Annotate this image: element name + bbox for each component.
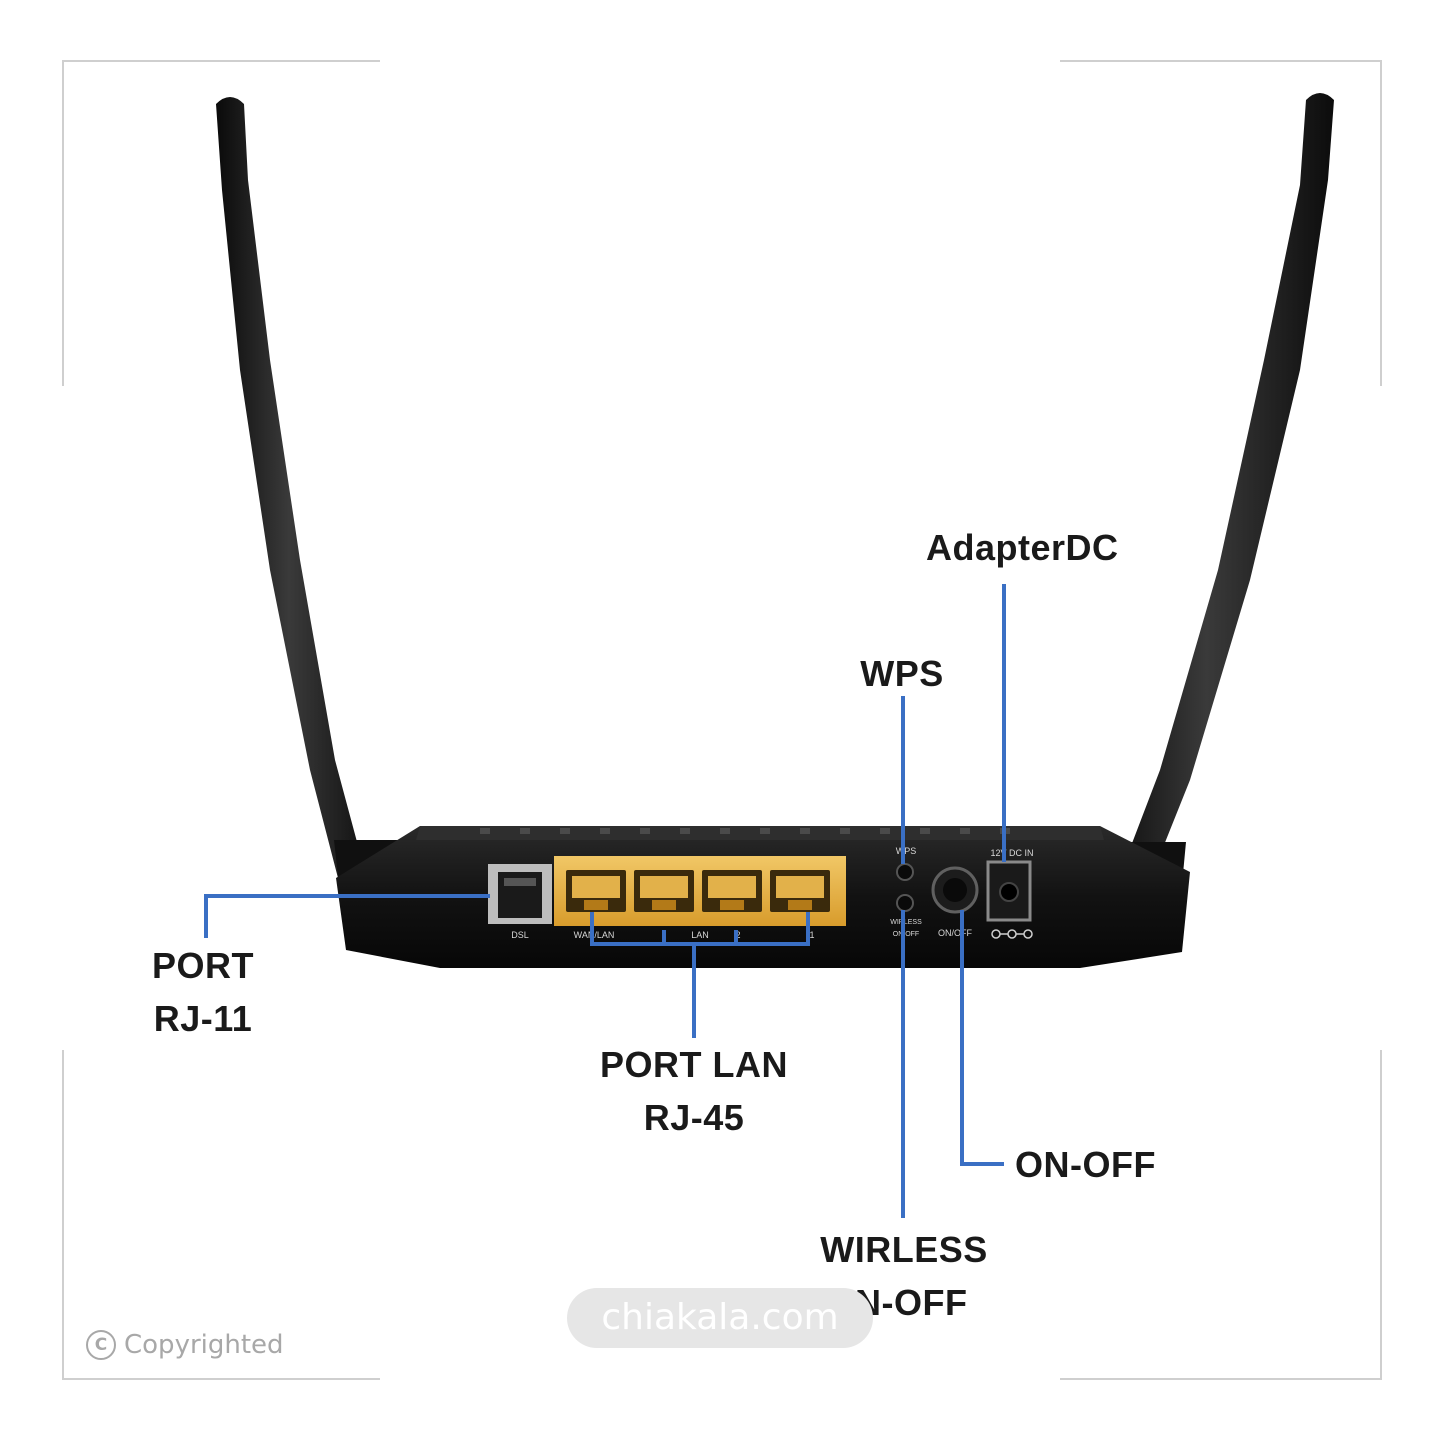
label-lan-type: RJ-45 bbox=[643, 1097, 745, 1138]
callout-onoff bbox=[960, 910, 1004, 1166]
frame-top-right-v bbox=[1380, 60, 1382, 386]
wireless-marking: WIRLESS bbox=[890, 919, 922, 926]
copyright-icon: C bbox=[86, 1330, 116, 1360]
dc-in-marking: 12V DC IN bbox=[990, 848, 1033, 858]
left-antenna bbox=[216, 97, 432, 948]
label-wps: WPS bbox=[860, 653, 944, 694]
dsl-marking: DSL bbox=[511, 930, 529, 940]
lan-ports bbox=[554, 856, 846, 926]
wps-marking: WPS bbox=[896, 846, 917, 856]
right-antenna bbox=[1090, 93, 1334, 948]
wireless-onoff-marking: ON/OFF bbox=[893, 931, 919, 938]
dc-jack bbox=[986, 860, 1032, 922]
label-on-off: ON-OFF bbox=[1015, 1144, 1156, 1185]
polarity-symbol bbox=[991, 929, 1033, 939]
callout-rj11 bbox=[204, 894, 490, 938]
callout-lan-bracket bbox=[590, 912, 810, 946]
port-1-marking: 1 bbox=[809, 930, 814, 940]
label-rj11-port: PORT bbox=[151, 945, 255, 986]
frame-bottom-right-v bbox=[1380, 1050, 1382, 1380]
copyright-notice: C Copyrighted bbox=[86, 1330, 284, 1360]
frame-top-left bbox=[62, 60, 380, 62]
label-lan-port: PORT LAN bbox=[600, 1044, 788, 1085]
wps-button bbox=[896, 863, 914, 881]
frame-top-right bbox=[1060, 60, 1382, 62]
label-rj11-type: RJ-11 bbox=[153, 998, 253, 1039]
label-wireless: WIRLESS bbox=[820, 1229, 988, 1270]
lan-marking: LAN bbox=[691, 930, 709, 940]
label-adapter-dc: AdapterDC bbox=[926, 527, 1119, 568]
copyright-text: Copyrighted bbox=[124, 1330, 284, 1360]
power-switch-marking: ON/OFF bbox=[938, 928, 972, 938]
wireless-button bbox=[896, 894, 914, 912]
power-switch bbox=[931, 866, 979, 914]
watermark-pill bbox=[567, 1288, 873, 1348]
watermark-site: chiakala.com bbox=[601, 1297, 839, 1338]
frame-bottom-left-v bbox=[62, 1050, 64, 1380]
frame-bottom-left bbox=[62, 1378, 380, 1380]
frame-top-left-v bbox=[62, 60, 64, 386]
frame-bottom-right bbox=[1060, 1378, 1382, 1380]
dsl-port bbox=[488, 864, 552, 924]
callout-lines bbox=[204, 584, 1006, 1218]
